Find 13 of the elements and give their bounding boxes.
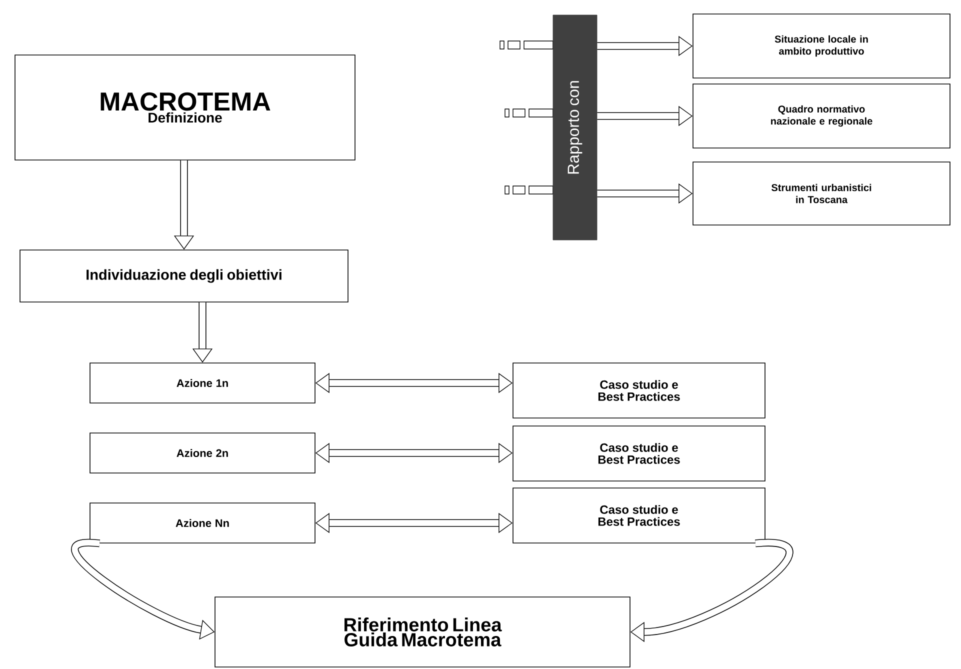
process-box: Caso studio e Best Practices	[512, 488, 766, 544]
process-box: Strumenti urbanistici in Toscana	[692, 162, 950, 226]
process-box: Situazione locale in ambito produttivo	[692, 14, 950, 78]
process-box: Quadro normativo nazionale e regionale	[692, 84, 950, 148]
process-box: Individuazione degli obiettivi	[20, 250, 348, 302]
title-box: Riferimento Linea Guida Macrotema	[214, 596, 630, 668]
vertical-bar: Rapporto con	[552, 14, 598, 240]
process-box: Caso studio e Best Practices	[512, 362, 766, 418]
title-box: MACROTEMA Definizione	[14, 54, 356, 160]
process-box: Azione 1n	[90, 362, 316, 404]
process-box: Caso studio e Best Practices	[512, 426, 766, 482]
process-box: Azione 2n	[90, 432, 316, 474]
process-box: Azione Nn	[90, 502, 316, 544]
